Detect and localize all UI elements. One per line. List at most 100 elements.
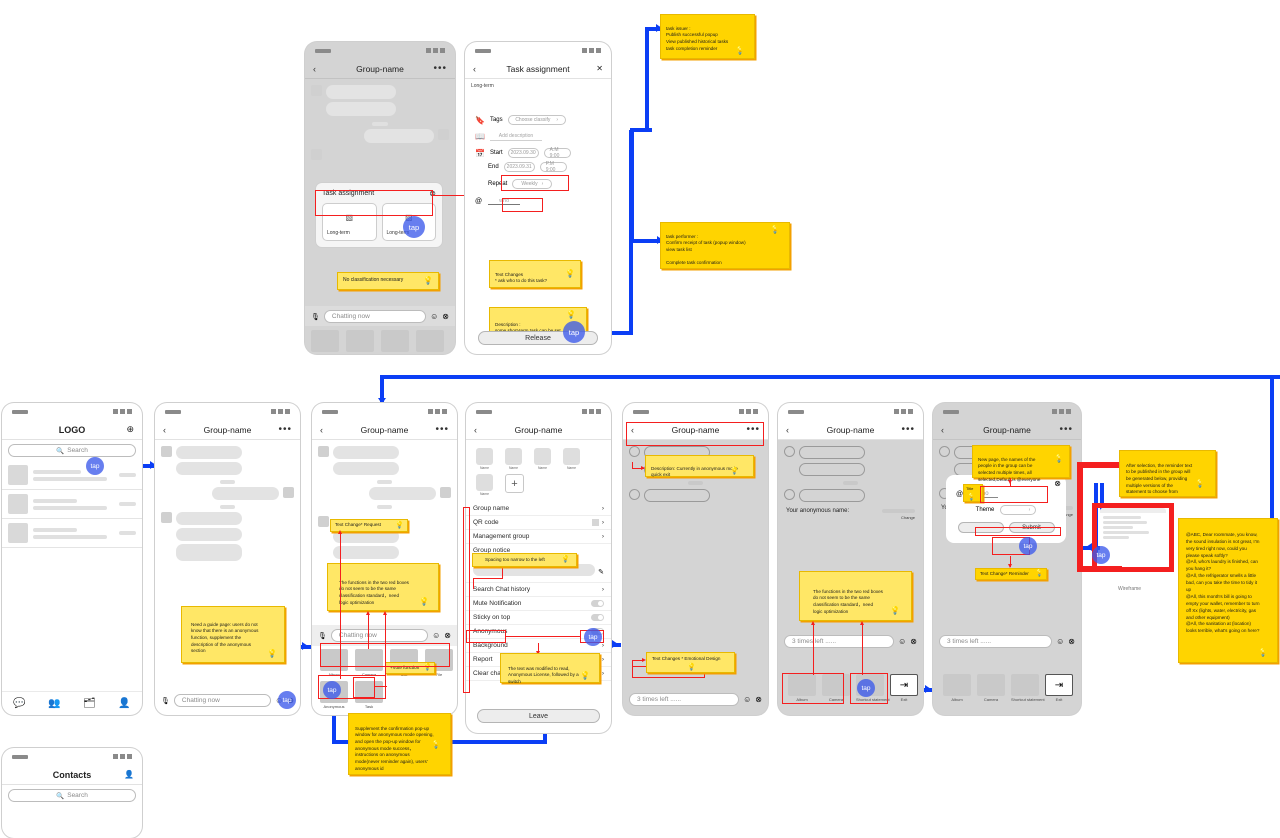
member-avatar[interactable]: Name (476, 474, 493, 496)
chevron-left-icon[interactable]: ‹ (163, 424, 166, 435)
chevron-left-icon[interactable]: ‹ (473, 63, 476, 74)
mic-icon[interactable]: 🎙 (318, 632, 327, 640)
bulb-icon: 💡 (580, 671, 590, 680)
list-item[interactable] (2, 461, 142, 490)
app-camera[interactable]: Camera (355, 649, 383, 677)
member-avatar[interactable]: Name (505, 448, 522, 470)
chevron-left-icon[interactable]: ‹ (320, 424, 323, 435)
setting-row-management-group[interactable]: Management group › (466, 530, 611, 544)
chat-input[interactable]: Chatting now (173, 694, 272, 707)
app-exit[interactable]: ⇥ Exit (890, 674, 918, 702)
chat-input[interactable]: Chatting now (323, 310, 427, 323)
tap-indicator[interactable]: tap (86, 457, 104, 475)
add-member-button[interactable]: + (505, 474, 524, 493)
setting-row-sticky-on-top[interactable]: Sticky on top (466, 611, 611, 625)
close-circle-icon[interactable]: ⊗ (1054, 479, 1061, 488)
more-dots-icon[interactable]: ••• (435, 423, 449, 435)
wallet-icon[interactable]: 🗂 (83, 698, 96, 709)
app-album[interactable]: Album (311, 330, 339, 354)
tap-indicator[interactable]: tap (563, 321, 585, 343)
app-camera[interactable]: Camera (346, 330, 374, 354)
setting-row-group-name[interactable]: Group name › (466, 502, 611, 516)
close-circle-icon[interactable]: ⊗ (442, 312, 449, 321)
close-circle-icon[interactable]: ⊗ (910, 637, 917, 646)
description-input[interactable]: Add description (489, 133, 542, 141)
setting-row-group-notice[interactable]: Group notice ✎ (466, 544, 611, 583)
tap-indicator[interactable]: tap (1092, 546, 1110, 564)
tags-select[interactable]: Choose classify › (507, 115, 566, 125)
setting-row-search-chat-history[interactable]: Search Chat history › (466, 583, 611, 597)
chevron-left-icon[interactable]: ‹ (631, 424, 634, 435)
tap-indicator[interactable]: tap (1019, 537, 1037, 555)
note-text: +Vote function (390, 664, 420, 670)
member-avatar[interactable]: Name (563, 448, 580, 470)
chat-input[interactable]: 3 times left ...... (784, 635, 895, 648)
chevron-left-icon[interactable]: ‹ (313, 63, 316, 74)
app-album[interactable]: Album (788, 674, 816, 702)
sticky-toggle[interactable] (591, 614, 604, 621)
close-circle-icon[interactable]: ⊗ (444, 631, 451, 640)
app-album[interactable]: Album (943, 674, 971, 702)
app-file[interactable]: File (416, 330, 444, 354)
emoji-icon[interactable]: ☺ (432, 631, 441, 640)
search-input[interactable]: 🔍 Search (8, 789, 136, 802)
app-camera[interactable]: Camera (977, 674, 1005, 702)
profile-icon[interactable]: 👤 (118, 698, 131, 709)
member-avatar[interactable]: Name (534, 448, 551, 470)
more-dots-icon[interactable]: ••• (746, 423, 760, 435)
emoji-icon[interactable]: ☺ (743, 695, 752, 704)
tap-indicator[interactable]: tap (857, 679, 875, 697)
tap-indicator[interactable]: tap (403, 216, 425, 238)
end-date[interactable]: 2023.09.31 (503, 162, 535, 172)
chat-input[interactable]: 3 times left ...... (629, 693, 740, 706)
app-exit[interactable]: ⇥ Exit (1045, 674, 1073, 702)
at-who-input[interactable]: who (488, 198, 521, 205)
repeat-select[interactable]: Weekly › (512, 179, 553, 189)
more-dots-icon[interactable]: ••• (901, 423, 915, 435)
task-card-long-term-left[interactable]: ▧ Long-term (322, 203, 377, 241)
screen-group-chat: ‹ Group-name ••• (155, 403, 300, 715)
start-date[interactable]: 2023.09.30 (507, 148, 539, 158)
anon-name-bar: Your anonymous name: (778, 508, 923, 514)
setting-row-mute-notification[interactable]: Mute Notification (466, 597, 611, 611)
at-who-input[interactable]: who (968, 491, 999, 498)
note-quick-exit: Description: Currently in anonymous mode… (645, 455, 754, 477)
chat-input[interactable]: Chatting now (330, 629, 429, 642)
emoji-icon[interactable]: ☺ (898, 637, 907, 646)
member-avatar[interactable]: Name (476, 448, 493, 470)
tap-indicator[interactable]: tap (323, 681, 341, 699)
list-item[interactable] (2, 519, 142, 548)
more-dots-icon[interactable]: ••• (1059, 423, 1073, 435)
theme-select[interactable]: › (1000, 505, 1037, 515)
mic-icon[interactable]: 🎙 (161, 697, 170, 705)
chevron-left-icon[interactable]: ‹ (474, 424, 477, 435)
mute-toggle[interactable] (591, 600, 604, 607)
leave-button[interactable]: Leave (477, 709, 600, 723)
close-icon[interactable]: ✕ (596, 64, 603, 73)
contacts-icon[interactable]: 👥 (48, 698, 61, 709)
mic-icon[interactable]: 🎙 (311, 313, 320, 321)
end-time[interactable]: P.M 9:00 (539, 161, 567, 173)
list-item[interactable] (2, 490, 142, 519)
more-dots-icon[interactable]: ••• (278, 423, 292, 435)
change-link[interactable]: Change (900, 515, 915, 520)
chat-input[interactable]: 3 times left ...... (939, 635, 1053, 648)
edit-icon[interactable]: ✎ (598, 569, 604, 576)
emoji-icon[interactable]: ☺ (430, 312, 439, 321)
close-circle-icon[interactable]: ⊗ (755, 695, 762, 704)
chat-icon[interactable]: 💬 (13, 698, 26, 709)
emoji-icon[interactable]: ☺ (1056, 637, 1065, 646)
tap-indicator[interactable]: tap (278, 691, 296, 709)
chevron-left-icon[interactable]: ‹ (786, 424, 789, 435)
add-contact-icon[interactable]: 👤 (124, 770, 134, 779)
start-time[interactable]: A.M 9:00 (543, 147, 571, 159)
search-input[interactable]: 🔍 Search (8, 444, 136, 457)
app-shortcut-statement[interactable]: Shortcut statement (1011, 674, 1045, 702)
setting-row-qr-code[interactable]: QR code › (466, 516, 611, 530)
app-call[interactable]: Call (381, 330, 409, 354)
chevron-left-icon[interactable]: ‹ (941, 424, 944, 435)
close-circle-icon[interactable]: ⊗ (1068, 637, 1075, 646)
more-dots-icon[interactable]: ••• (433, 62, 447, 74)
tap-indicator[interactable]: tap (584, 628, 602, 646)
plus-circle-icon[interactable]: ⊕ (126, 424, 134, 434)
